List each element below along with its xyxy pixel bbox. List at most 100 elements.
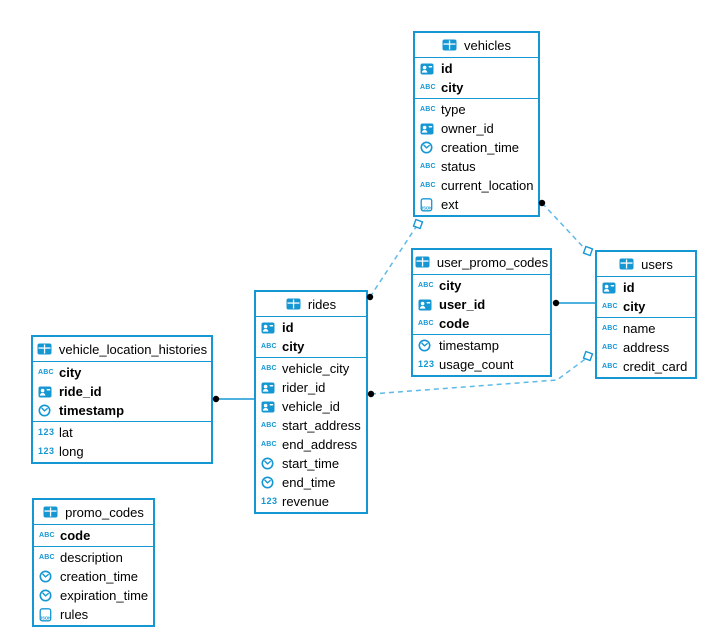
table-header[interactable]: rides bbox=[256, 292, 366, 317]
column-row-vehicle_id[interactable]: vehicle_id bbox=[256, 397, 366, 416]
column-row-start_time[interactable]: start_time bbox=[256, 454, 366, 473]
column-row-id[interactable]: id bbox=[597, 278, 695, 297]
column-row-ext[interactable]: JSON ext bbox=[415, 195, 538, 214]
column-row-credit_card[interactable]: ABC credit_card bbox=[597, 357, 695, 376]
123-icon: 123 bbox=[38, 446, 55, 456]
column-name: current_location bbox=[441, 178, 534, 193]
column-name: type bbox=[441, 102, 466, 117]
table-icon bbox=[415, 256, 432, 268]
relationship-line-rides-vehicles[interactable] bbox=[369, 226, 417, 298]
table-title: rides bbox=[307, 296, 337, 312]
column-name: description bbox=[60, 550, 123, 565]
column-row-ride_id[interactable]: ride_id bbox=[33, 382, 211, 401]
table-header[interactable]: vehicles bbox=[415, 33, 538, 58]
column-row-id[interactable]: id bbox=[415, 59, 538, 78]
column-row-timestamp[interactable]: timestamp bbox=[413, 336, 550, 355]
column-row-owner_id[interactable]: owner_id bbox=[415, 119, 538, 138]
table-title: vehicle_location_histories bbox=[58, 341, 208, 357]
abc-icon: ABC bbox=[420, 182, 436, 189]
column-row-id[interactable]: id bbox=[256, 318, 366, 337]
primary-key-section: ABC city ride_id timestamp bbox=[33, 362, 211, 421]
relationship-endpoint-dot bbox=[212, 395, 220, 403]
clock-icon bbox=[418, 339, 435, 352]
table-title: promo_codes bbox=[65, 504, 144, 520]
column-name: city bbox=[59, 365, 82, 380]
column-row-code[interactable]: ABC code bbox=[413, 314, 550, 333]
relationship-line-vehicles-users[interactable] bbox=[541, 202, 586, 250]
column-name: vehicle_id bbox=[282, 399, 340, 414]
column-name: rider_id bbox=[282, 380, 326, 395]
column-row-rider_id[interactable]: rider_id bbox=[256, 378, 366, 397]
column-row-end_time[interactable]: end_time bbox=[256, 473, 366, 492]
table-header[interactable]: users bbox=[597, 252, 695, 277]
abc-icon: ABC bbox=[261, 441, 277, 448]
column-row-creation_time[interactable]: creation_time bbox=[415, 138, 538, 157]
abc-icon: ABC bbox=[261, 422, 277, 429]
table-header[interactable]: user_promo_codes bbox=[413, 250, 550, 275]
column-name: creation_time bbox=[60, 569, 139, 584]
column-row-city[interactable]: ABC city bbox=[33, 363, 211, 382]
column-name: city bbox=[441, 80, 464, 95]
column-row-current_location[interactable]: ABC current_location bbox=[415, 176, 538, 195]
column-name: credit_card bbox=[623, 359, 688, 374]
abc-icon: ABC bbox=[261, 365, 277, 372]
column-name: id bbox=[441, 61, 453, 76]
column-name: code bbox=[439, 316, 470, 331]
column-name: timestamp bbox=[439, 338, 499, 353]
json-icon: JSON bbox=[39, 607, 56, 622]
column-name: code bbox=[60, 528, 91, 543]
column-name: usage_count bbox=[439, 357, 514, 372]
abc-icon: ABC bbox=[418, 320, 434, 327]
id-card-icon bbox=[420, 63, 437, 75]
table-title: vehicles bbox=[464, 37, 511, 53]
abc-icon: ABC bbox=[602, 303, 618, 310]
table-header[interactable]: promo_codes bbox=[34, 500, 153, 525]
clock-icon bbox=[38, 404, 55, 417]
column-row-expiration_time[interactable]: expiration_time bbox=[34, 586, 153, 605]
table-header[interactable]: vehicle_location_histories bbox=[33, 337, 211, 362]
column-row-timestamp[interactable]: timestamp bbox=[33, 401, 211, 420]
svg-text:JSON: JSON bbox=[421, 205, 432, 210]
id-card-icon bbox=[602, 282, 619, 294]
column-row-user_id[interactable]: user_id bbox=[413, 295, 550, 314]
table-icon bbox=[37, 343, 54, 355]
column-row-creation_time[interactable]: creation_time bbox=[34, 567, 153, 586]
column-name: ext bbox=[441, 197, 459, 212]
abc-icon: ABC bbox=[38, 369, 54, 376]
column-name: start_time bbox=[282, 456, 340, 471]
abc-icon: ABC bbox=[602, 363, 618, 370]
table-title: user_promo_codes bbox=[436, 254, 549, 270]
column-name: revenue bbox=[282, 494, 329, 509]
column-name: ride_id bbox=[59, 384, 102, 399]
